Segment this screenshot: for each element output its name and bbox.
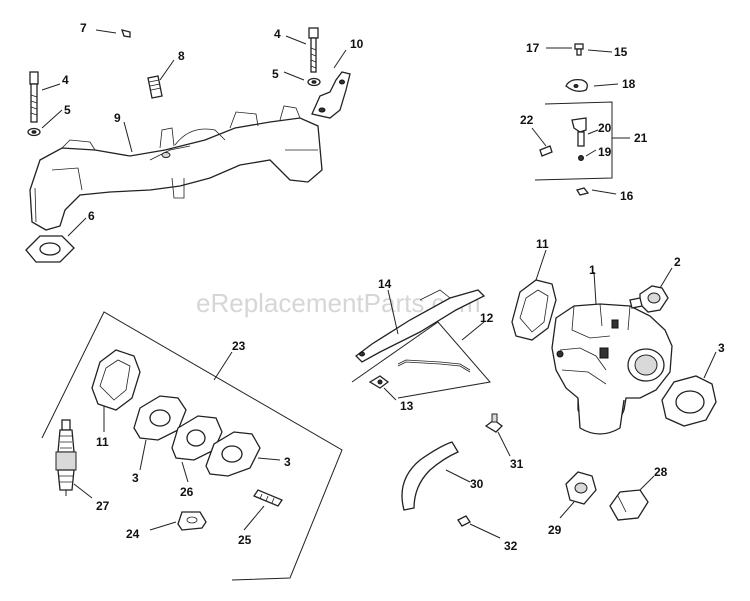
- kit-spacer-24: [177, 511, 207, 531]
- callout-23: 23: [232, 339, 246, 353]
- plate-18: [565, 78, 588, 92]
- kit-gasket-3: [133, 395, 187, 441]
- callout-22: 22: [520, 113, 534, 127]
- callout-11-right: 11: [536, 237, 549, 251]
- callout-17: 17: [526, 41, 540, 55]
- callout-15: 15: [614, 45, 628, 59]
- callout-27: 27: [96, 499, 110, 513]
- callout-4-right: 4: [274, 27, 281, 41]
- left-washer: [27, 127, 41, 137]
- fitting-31: [484, 413, 503, 433]
- clamp-32: [457, 515, 471, 527]
- callout-30: 30: [470, 477, 484, 491]
- clip-13: [368, 375, 390, 389]
- callout-10: 10: [350, 37, 364, 51]
- callout-5-right: 5: [272, 67, 279, 81]
- carburetor: [551, 303, 673, 435]
- callout-2: 2: [674, 255, 681, 269]
- pin-22: [539, 145, 553, 157]
- right-bolt: [308, 27, 319, 73]
- control-bracket: [355, 289, 486, 363]
- gasket-kit-box: [41, 311, 343, 581]
- callout-31: 31: [510, 457, 524, 471]
- linkage-rod: [397, 359, 471, 373]
- intake-manifold: [29, 105, 323, 231]
- leader-lines: [41, 29, 717, 539]
- callout-32: 32: [504, 539, 518, 553]
- fuel-fitting: [629, 285, 669, 313]
- callout-6: 6: [88, 209, 95, 223]
- callout-3-right: 3: [718, 341, 725, 355]
- kit-stud-25: [253, 489, 283, 507]
- upper-gasket: [511, 279, 557, 341]
- right-washer: [307, 77, 321, 87]
- callout-1: 1: [589, 263, 596, 277]
- callout-12: 12: [480, 311, 494, 325]
- callout-5-left: 5: [64, 103, 71, 117]
- callout-3-mid: 3: [284, 455, 291, 469]
- elbow-29: [565, 471, 597, 505]
- bracket: [311, 71, 351, 119]
- callout-25: 25: [238, 533, 252, 547]
- callout-13: 13: [400, 399, 414, 413]
- callout-21: 21: [634, 131, 648, 145]
- screw-17: [574, 43, 584, 56]
- callout-24: 24: [126, 527, 140, 541]
- callout-29: 29: [548, 523, 562, 537]
- kit-gasket-11: [91, 349, 141, 411]
- callout-8: 8: [178, 49, 185, 63]
- kit-gasket-26: [171, 415, 223, 461]
- callout-14: 14: [378, 277, 392, 291]
- ball-19: [578, 155, 584, 161]
- callout-4-left: 4: [62, 73, 69, 87]
- linkage-box: [351, 321, 491, 399]
- callout-19: 19: [598, 145, 612, 159]
- small-screw: [121, 29, 131, 38]
- cap-28: [609, 489, 649, 521]
- callout-18: 18: [622, 77, 636, 91]
- callout-labels: 7 4 10 4 5 8 5 9 6 17 15 18 22 20 21 19 …: [62, 21, 725, 553]
- kit-gasket-3b: [205, 431, 261, 477]
- stud: [147, 75, 163, 99]
- assembly-box-21: [534, 101, 613, 181]
- callout-16: 16: [620, 189, 634, 203]
- callout-26: 26: [180, 485, 194, 499]
- left-bolt: [29, 71, 39, 123]
- fuel-line: [401, 441, 459, 511]
- spark-plug: [55, 419, 77, 496]
- carburetor-gasket: [661, 375, 717, 427]
- callout-11-left: 11: [96, 435, 109, 449]
- manifold-gasket: [25, 235, 75, 263]
- callout-9: 9: [114, 111, 121, 125]
- valve-20: [571, 117, 587, 147]
- part-16: [576, 187, 590, 196]
- callout-28: 28: [654, 465, 668, 479]
- callout-7: 7: [80, 21, 87, 35]
- callout-20: 20: [598, 121, 612, 135]
- callout-3-left: 3: [132, 471, 139, 485]
